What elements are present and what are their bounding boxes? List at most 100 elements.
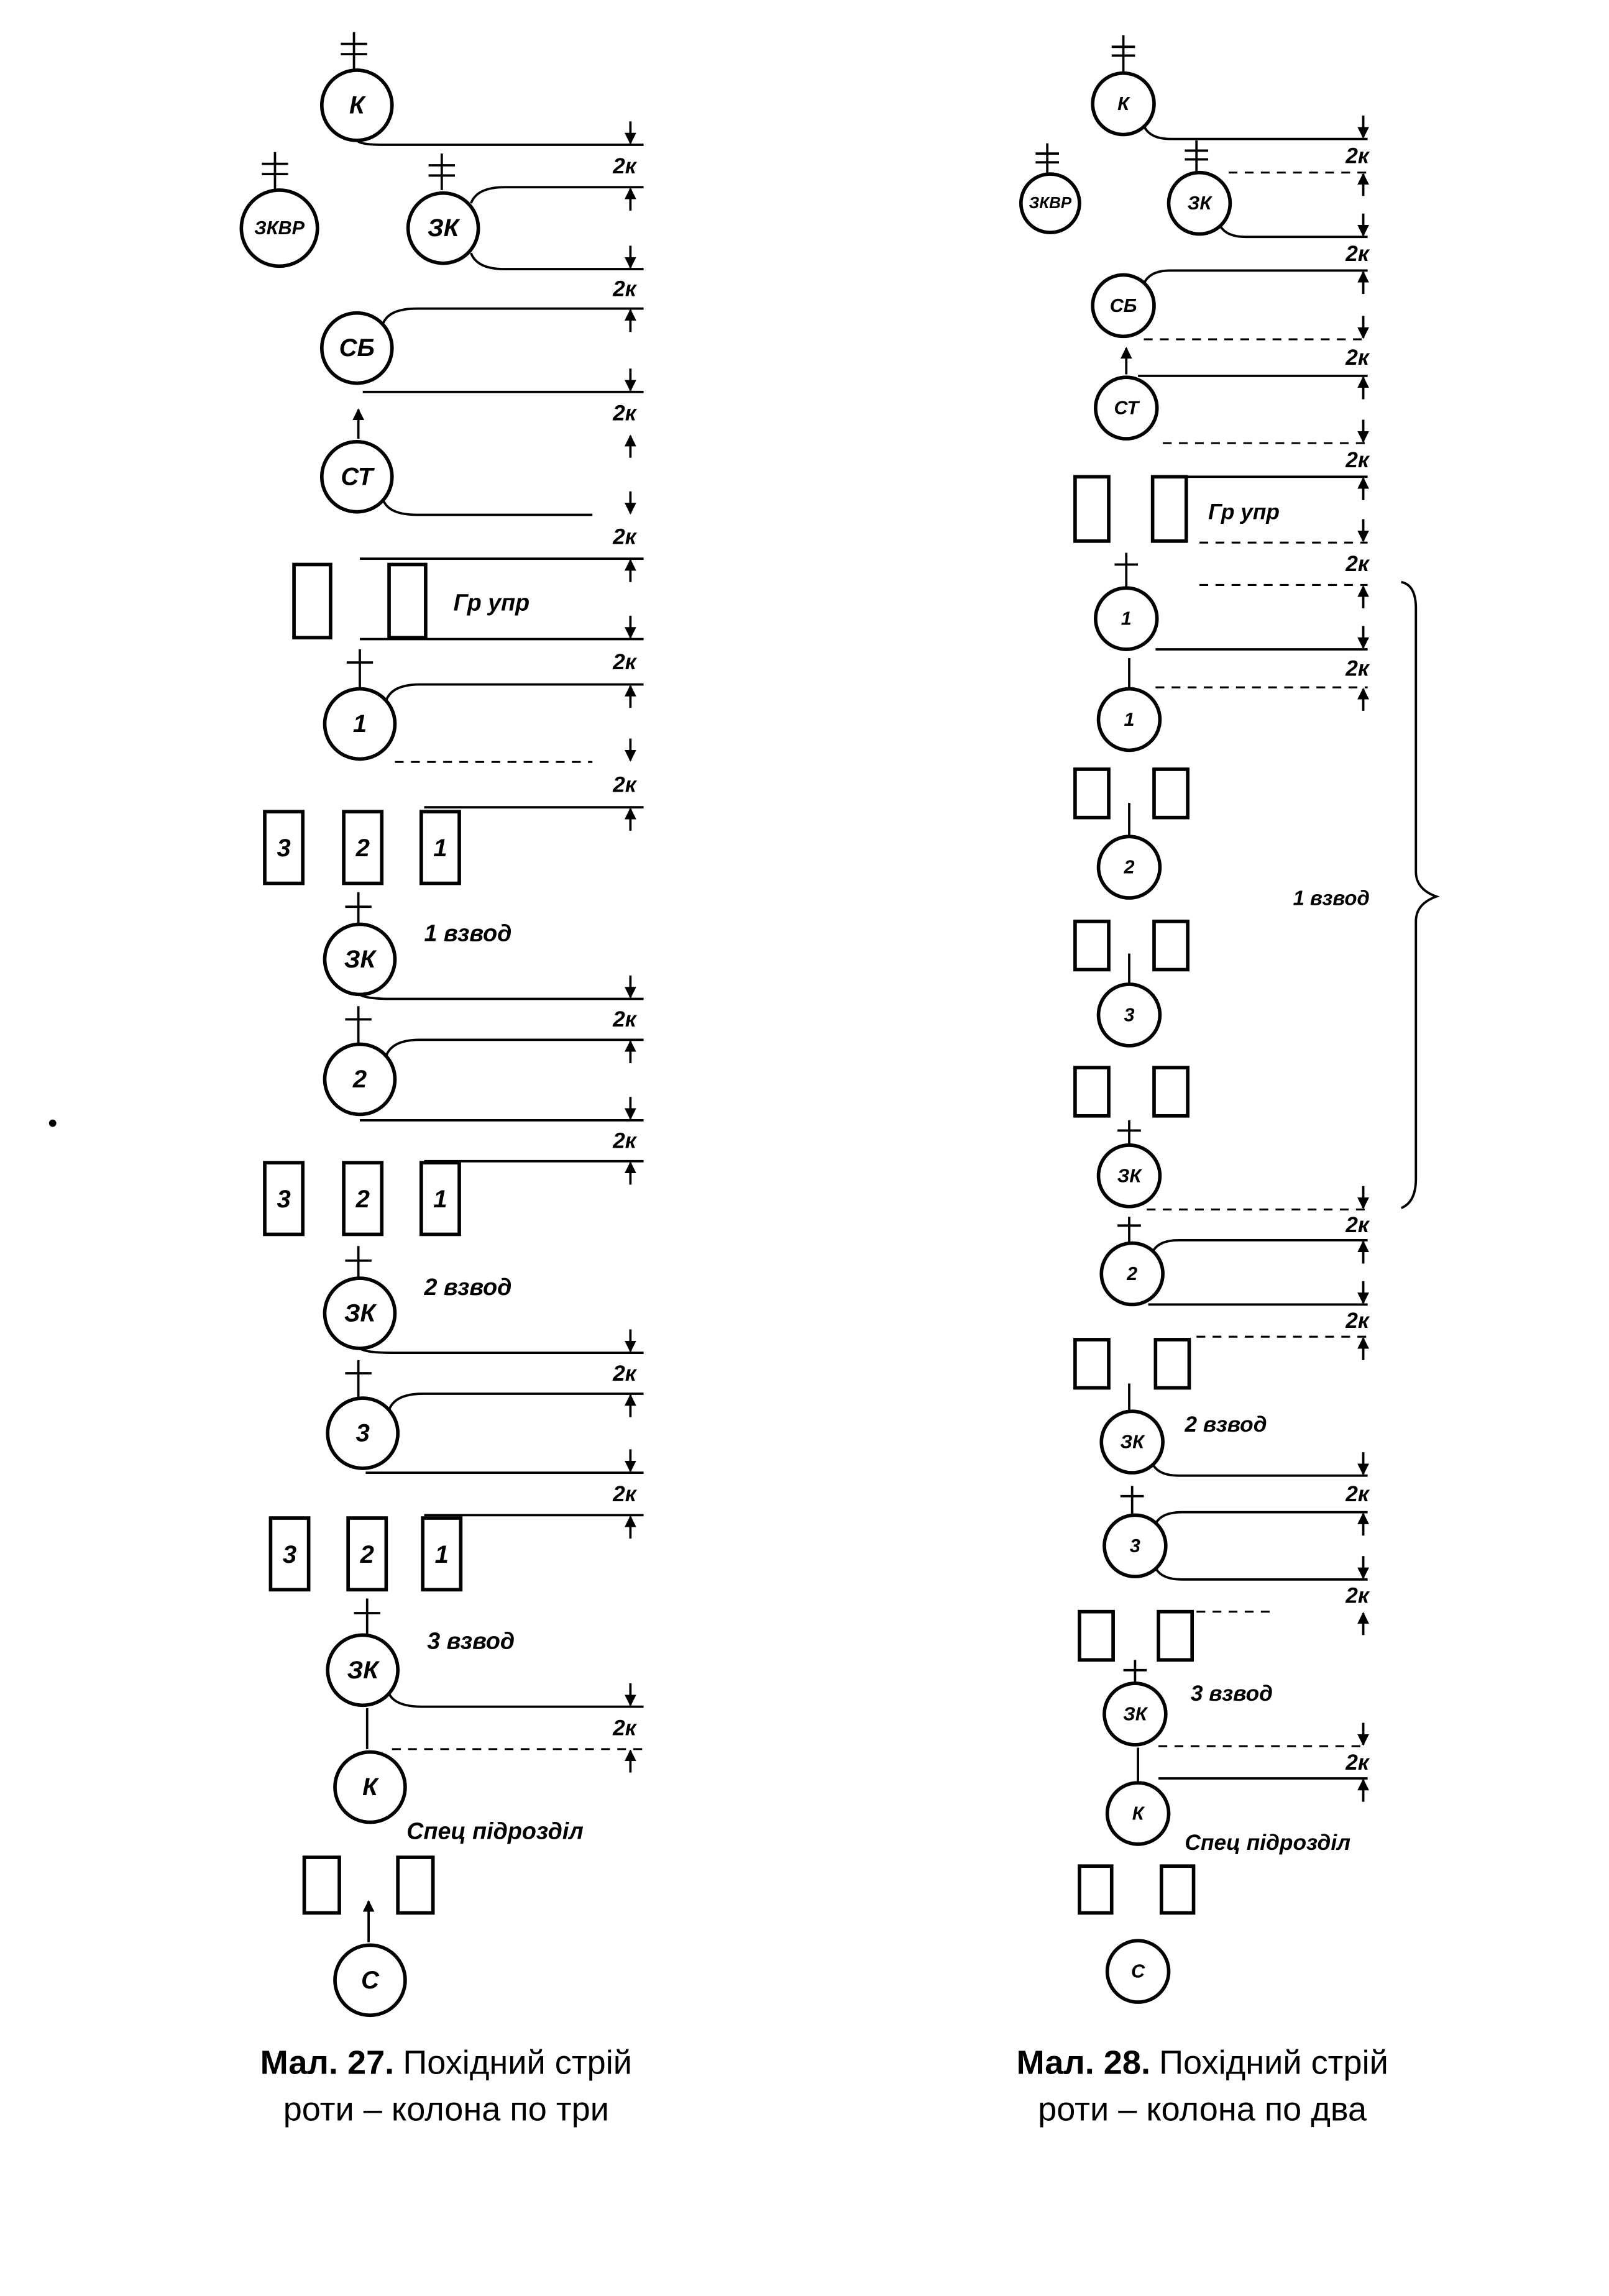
fig28-squad-2a: 2 (1096, 835, 1162, 900)
fig28-control-group: Гр упр (1073, 475, 1368, 544)
fig28-zk-platoon2: ЗК 2 взвод (1099, 1409, 1368, 1477)
fig27-commander-k: К (319, 32, 644, 146)
fig27-2-label: 2 (352, 1066, 367, 1093)
fig28-st: СТ (1094, 347, 1368, 444)
fig27-p3-v3: 3 (283, 1541, 296, 1568)
fig27-special-label: Спец підрозділ (406, 1818, 583, 1844)
fig28-3-label: 3 (1130, 1535, 1140, 1557)
fig28-dim-6-label: 2к (1345, 656, 1370, 680)
fig27-special-k: К Спец підрозділ (302, 1750, 584, 1915)
fig27-squad-3: 3 (326, 1360, 644, 1517)
fig28-squad-2: 2 (1099, 1217, 1368, 1338)
fig27-control-group: Гр упр (292, 562, 644, 641)
fig28-k2-label: К (1132, 1803, 1145, 1824)
fig27-zk-platoon1: ЗК 1 взвод (323, 892, 644, 1000)
fig28-c-label: С (1131, 1961, 1145, 1982)
fig27-st: СТ (319, 408, 644, 560)
fig27-caption-line2: роти – колона по три (283, 2091, 609, 2128)
fig28-special-k: К Спец підрозділ (1078, 1781, 1350, 1915)
fig27-zk-p2-label: ЗК (344, 1300, 377, 1327)
fig28-platoon1-vehicles-a (1073, 767, 1190, 837)
fig27-dim-10-label: 2к (612, 1482, 638, 1506)
fig27-c: С (333, 1900, 407, 2018)
fig27-p1-v3: 3 (277, 835, 290, 862)
fig28-1a-label: 1 (1121, 608, 1132, 629)
fig28-platoon3-vehicles (1078, 1609, 1194, 1662)
fig28-zkvr-label: ЗКВР (1029, 194, 1072, 212)
fig27-zkvr-label: ЗКВР (254, 217, 305, 239)
fig28-deputy-zkvr: ЗКВР (1019, 143, 1081, 235)
fig28-caption-number: Мал. 28. (1016, 2044, 1150, 2081)
fig27-p3-v2: 2 (360, 1541, 374, 1568)
fig28-zk-p1-label: ЗК (1117, 1165, 1143, 1186)
stray-dot (48, 1119, 57, 1127)
fig28-zk-p2-label: ЗК (1120, 1432, 1145, 1453)
fig27-p2-v3: 3 (277, 1186, 290, 1213)
fig27-zk-platoon2: ЗК 2 взвод (323, 1246, 644, 1354)
figure-27: К ЗКВР ЗК СБ (239, 32, 644, 2128)
fig27-dim-6-label: 2к (612, 772, 638, 797)
fig27-platoon2-vehicles: 3 2 1 (263, 1161, 461, 1237)
fig27-p2-v1: 1 (433, 1186, 447, 1213)
fig28-platoon1-brace (1400, 580, 1440, 1209)
fig28-platoon3-label: 3 взвод (1191, 1681, 1273, 1706)
fig27-zk-platoon3: ЗК 3 взвод (326, 1598, 644, 1750)
fig28-sb: СБ (1091, 269, 1368, 341)
fig27-zk-p1-label: ЗК (344, 946, 377, 973)
fig28-caption-line1: Мал. 28.Похідний стрій (1016, 2044, 1388, 2081)
fig27-k-label: К (349, 91, 366, 119)
fig27-sb-label: СБ (339, 334, 375, 362)
fig28-caption-line2: роти – колона по два (1038, 2091, 1367, 2128)
fig28-squad-3: 3 (1102, 1486, 1368, 1613)
fig28-squad-1a: 1 (1094, 552, 1368, 688)
fig28-platoon1-vehicles-b (1073, 919, 1190, 983)
fig27-p2-v2: 2 (355, 1186, 370, 1213)
fig28-gr-upr-label: Гр упр (1208, 500, 1280, 524)
fig28-squad-3a: 3 (1096, 982, 1162, 1048)
fig27-squad-2: 2 (323, 1006, 644, 1163)
fig28-st-label: СТ (1114, 398, 1140, 419)
fig28-k-label: К (1117, 93, 1130, 114)
fig27-dim-3-label: 2к (612, 401, 638, 426)
fig28-zk-platoon3: ЗК 3 взвод (1102, 1660, 1368, 1781)
fig27-dim-9-label: 2к (612, 1361, 638, 1386)
fig28-dim-8-label: 2к (1345, 1309, 1370, 1333)
fig27-dim-2-label: 2к (612, 277, 638, 301)
fig27-platoon1-vehicles: 3 2 1 (263, 810, 461, 885)
fig28-dim-3-label: 2к (1345, 345, 1370, 370)
fig27-dim-8-label: 2к (612, 1129, 638, 1153)
fig27-platoon3-label: 3 взвод (427, 1628, 515, 1654)
fig27-st-label: СТ (341, 463, 375, 490)
fig28-special-label: Спец підрозділ (1185, 1831, 1350, 1855)
fig27-dim-5-label: 2к (612, 650, 638, 674)
fig27-caption-line1: Мал. 27.Похідний стрій (260, 2044, 632, 2081)
fig27-p1-v2: 2 (355, 835, 370, 862)
figure-28: К ЗКВР ЗК СБ (1016, 35, 1440, 2128)
fig28-zk-platoon1: ЗК (1096, 1120, 1368, 1210)
fig28-caption-text1: Похідний стрій (1159, 2044, 1388, 2081)
fig28-c: С (1105, 1939, 1171, 2004)
fig27-3-label: 3 (356, 1420, 370, 1447)
fig28-squad-1b: 1 (1096, 687, 1162, 752)
fig27-gr-rect-2 (387, 562, 428, 639)
fig27-c-label: С (361, 1967, 380, 1994)
fig28-commander-k: К (1091, 35, 1368, 140)
fig28-deputy-zk: ЗК (1167, 140, 1368, 239)
fig27-p1-v1: 1 (433, 835, 447, 862)
fig28-platoon2-label: 2 взвод (1184, 1412, 1267, 1437)
fig28-dim-4-label: 2к (1345, 448, 1370, 472)
fig28-3a-label: 3 (1124, 1004, 1134, 1025)
fig28-dim-2-label: 2к (1345, 242, 1370, 266)
fig28-2a-label: 2 (1123, 857, 1134, 878)
fig27-platoon2-label: 2 взвод (424, 1274, 512, 1300)
fig28-platoon1-vehicles-c (1073, 1066, 1190, 1118)
fig28-dim-7-label: 2к (1345, 1213, 1370, 1237)
fig27-deputy-zk-top: ЗК (406, 153, 644, 270)
fig27-squad-1: 1 (323, 649, 644, 809)
fig27-platoon1-label: 1 взвод (424, 920, 512, 946)
fig27-deputy-zkvr: ЗКВР (239, 152, 319, 268)
fig27-platoon3-vehicles: 3 2 1 (268, 1516, 463, 1592)
